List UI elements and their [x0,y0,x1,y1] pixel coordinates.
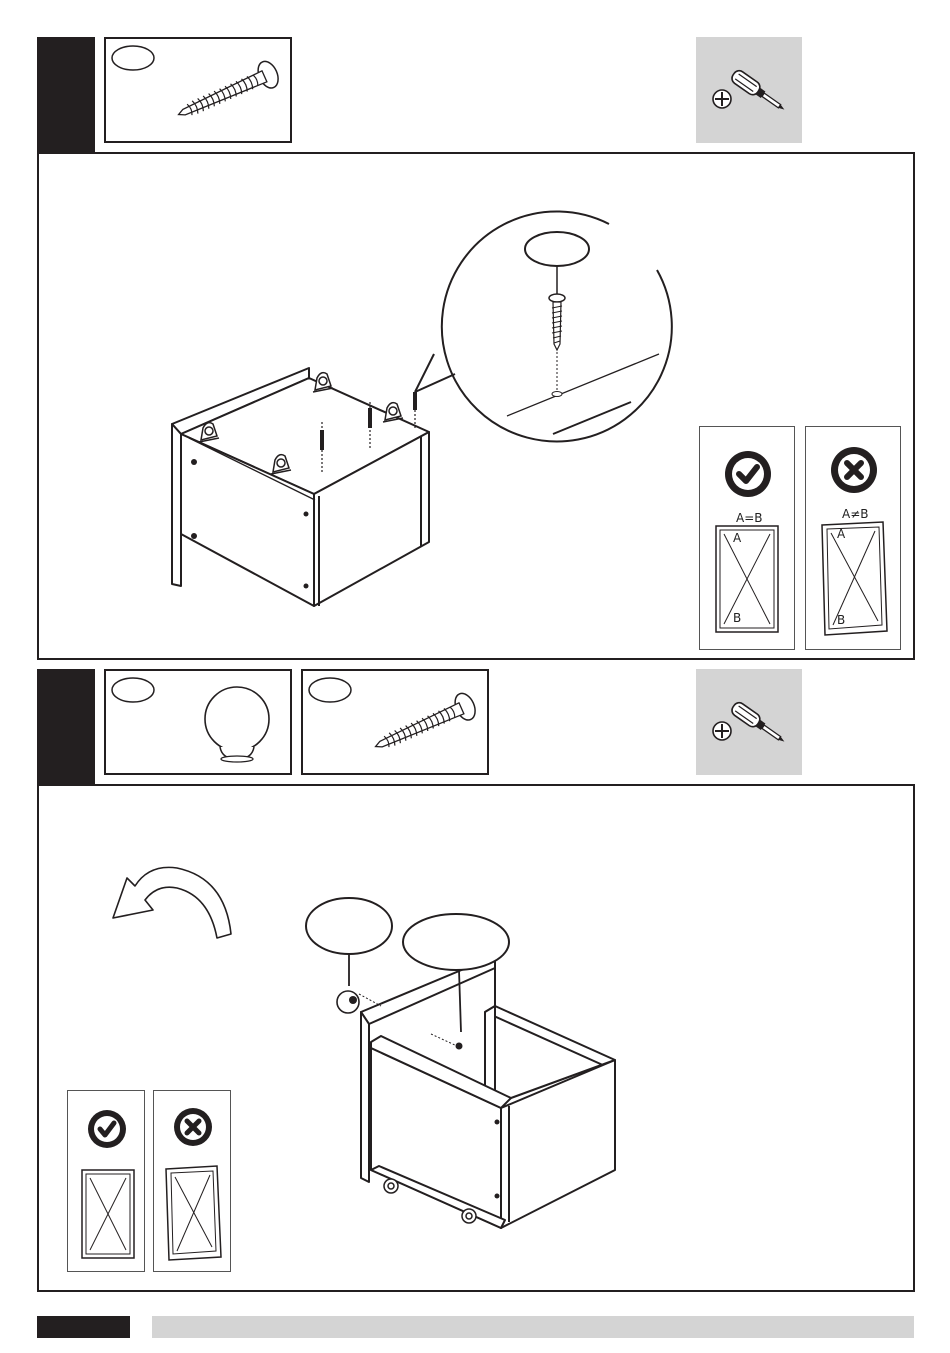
square-check-incorrect-card: A≠B A B [805,426,901,650]
square-check-incorrect-card-2 [153,1090,231,1272]
step-1-marker [37,37,95,155]
phillips-screwdriver-icon [706,687,796,759]
phillips-screwdriver-icon [706,55,796,127]
part-id-oval [307,675,355,707]
step-1-illustration-panel: A=B A B A≠B A B [37,152,915,660]
knob-icon [202,685,272,767]
square-check-correct-card-2 [67,1090,145,1272]
footer-bar [152,1316,914,1338]
square-check-correct-card: A=B A B [699,426,795,650]
cross-circle-icon [173,1107,213,1147]
diag-label-a-2: A [837,527,845,541]
step-2-illustration-panel [37,784,915,1292]
part-box-screw-step1 [104,37,292,143]
check-circle-icon [87,1109,127,1149]
magnified-detail-circle [409,204,709,464]
unequal-diagonal-rectangle [821,521,889,637]
step-2-marker [37,669,95,787]
unequal-diagonal-rectangle [165,1165,223,1261]
diag-label-b-2: B [837,613,845,627]
check-circle-icon [723,449,773,499]
tool-box-screwdriver-step1 [696,37,802,143]
part-box-screw-step2 [301,669,489,775]
part-id-oval [110,43,158,75]
part-box-knob [104,669,292,775]
screw-icon [369,685,484,761]
tool-box-screwdriver-step2 [696,669,802,775]
unequal-diagonals-label: A≠B [842,507,869,521]
equal-diagonals-label: A=B [736,511,763,525]
part-id-oval [110,675,158,707]
screw-icon [172,53,287,129]
footer-page-tab [37,1316,130,1338]
equal-diagonal-rectangle [715,525,779,633]
rotate-arrow-icon [107,860,237,940]
equal-diagonal-rectangle [81,1169,135,1259]
cross-circle-icon [829,445,879,495]
diag-label-a: A [733,531,741,545]
knob-callout [299,896,539,1036]
diag-label-b: B [733,611,741,625]
